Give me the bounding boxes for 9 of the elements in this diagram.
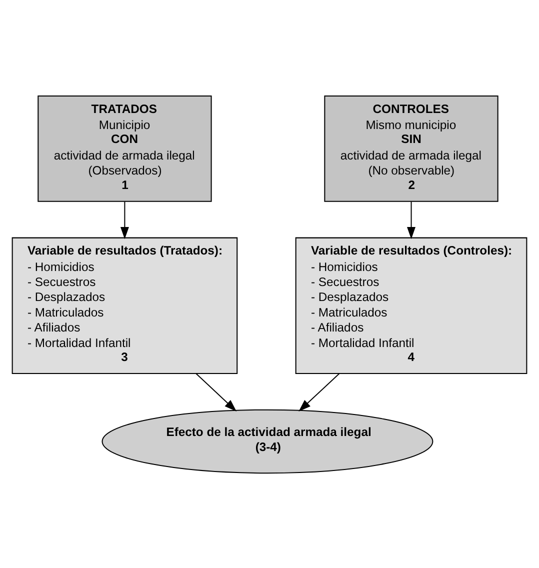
- node-box: TRATADOS Municipio CON actividad de armada ilegal (Observados) 1: [38, 95, 212, 202]
- node-box: Variable de resultados (Tratados): - Homicidios - Secuestros - Desplazados - Matriculados - Afiliados - Mortalidad Infantil 3: [12, 236, 238, 374]
- arrow: [407, 201, 416, 239]
- arrow: [120, 201, 129, 239]
- node-box: CONTROLES Mismo municipio SIN actividad de armada ilegal (No observable) 2: [324, 95, 498, 202]
- arrow: [298, 372, 340, 411]
- node-ellipse: Efecto de la actividad armada ilegal (3-4): [102, 408, 434, 474]
- arrow: [196, 372, 237, 411]
- node-box: Variable de resultados (Controles): - Homicidios - Secuestros - Desplazados - Matriculados - Afiliados - Mortalidad Infantil 4: [295, 236, 528, 374]
